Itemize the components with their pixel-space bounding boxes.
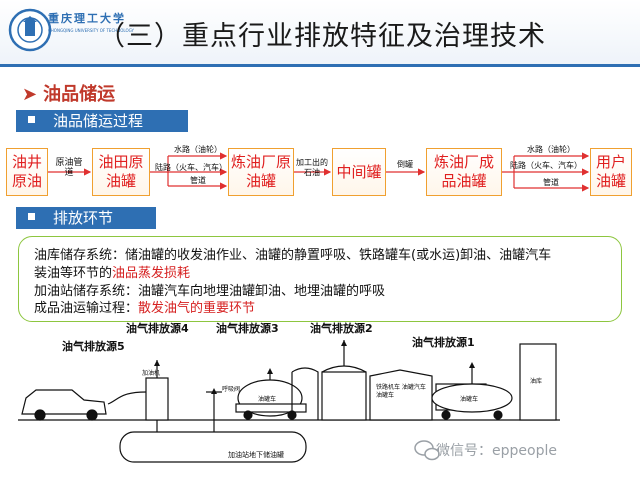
flow-label-pipeline-1: 管道 <box>190 176 206 185</box>
square-bullet-icon <box>28 116 35 123</box>
logo-text: 重庆理工大学 <box>48 12 126 25</box>
sketch-source-3: 油气排放源3 <box>216 322 279 335</box>
flow-node-refinery-crude-tank: 炼油厂原油罐 <box>228 148 294 196</box>
flow-label-pipeline-2: 管道 <box>543 178 559 187</box>
sketch-source-1: 油气排放源1 <box>412 336 475 349</box>
bar-storage-process: 油品储运过程 <box>16 110 188 132</box>
flow-node-field-tank: 油田原油罐 <box>92 148 150 196</box>
flow-label-tank-transfer: 倒罐 <box>397 160 413 169</box>
flow-label-waterway-2: 水路（油轮） <box>527 145 575 154</box>
header-divider <box>0 64 640 67</box>
header-band <box>0 0 640 66</box>
emission-line-4-highlight: 散发油气的重要环节 <box>138 301 256 316</box>
bar-emission-label: 排放环节 <box>53 209 114 227</box>
sketch-depot-label: 油库 <box>530 378 543 385</box>
flow-label-crude-pipeline: 原油管道 <box>55 158 83 178</box>
sketch-rail-car-label: 油罐车 <box>460 396 479 403</box>
flow-label-land-1: 陆路（火车、汽车） <box>155 163 227 172</box>
square-bullet-icon <box>28 213 35 220</box>
flow-label-processed-oil: 加工出的石油 <box>296 158 328 177</box>
flow-label-waterway-1: 水路（油轮） <box>174 145 222 154</box>
bar-emission-links: 排放环节 <box>16 207 156 229</box>
emission-line-3: 加油站储存系统：油罐汽车向地埋油罐卸油、地埋油罐的呼吸 <box>34 284 386 299</box>
bar-storage-label: 油品储运过程 <box>53 112 144 130</box>
emission-line-4: 成品油运输过程：散发油气的重要环节 <box>34 297 255 316</box>
sketch-source-5: 油气排放源5 <box>62 340 125 353</box>
sketch-tank-truck-label: 油罐车 <box>258 396 277 403</box>
arrow-icon: ➤ <box>22 84 38 105</box>
emission-line-2-text: 装油等环节的 <box>34 266 113 281</box>
university-logo <box>8 8 52 52</box>
sketch-breather-label: 呼吸阀 <box>222 386 241 393</box>
emission-line-1: 油库储存系统：储油罐的收发油作业、油罐的静置呼吸、铁路罐车(或水运)卸油、油罐汽… <box>34 248 552 263</box>
sketch-dispenser-label: 加油机 <box>142 370 161 377</box>
car-shape <box>21 389 107 415</box>
flow-node-oil-well: 油井原油 <box>6 148 48 196</box>
emission-line-2: 装油等环节的油品蒸发损耗 <box>34 262 190 281</box>
emission-line-2-highlight: 油品蒸发损耗 <box>112 266 191 281</box>
flow-node-user-tank: 用户油罐 <box>590 148 632 196</box>
sketch-underground-tank-label: 加油站地下储油罐 <box>228 451 284 459</box>
flow-node-intermediate-tank: 中间罐 <box>332 148 386 196</box>
watermark: 微信号：eppeople <box>436 443 557 459</box>
emission-text-box <box>18 236 622 322</box>
flow-label-land-2: 陆路（火车、汽车） <box>510 161 582 170</box>
logo-subtext: CHONGQING UNIVERSITY OF TECHNOLOGY <box>48 28 134 33</box>
section-heading: ➤油品储运 <box>22 80 115 106</box>
sketch-source-2: 油气排放源2 <box>310 322 373 335</box>
page-title: （三）重点行业排放特征及治理技术 <box>98 21 546 52</box>
sketch-rail-label: 铁路机车 油罐汽车 油罐车 <box>376 384 426 399</box>
sketch-source-4: 油气排放源4 <box>126 322 189 335</box>
section-title: 油品储运 <box>43 84 116 105</box>
flow-node-refinery-product-tank: 炼油厂成品油罐 <box>426 148 502 196</box>
emission-line-4-text: 成品油运输过程： <box>34 301 139 316</box>
